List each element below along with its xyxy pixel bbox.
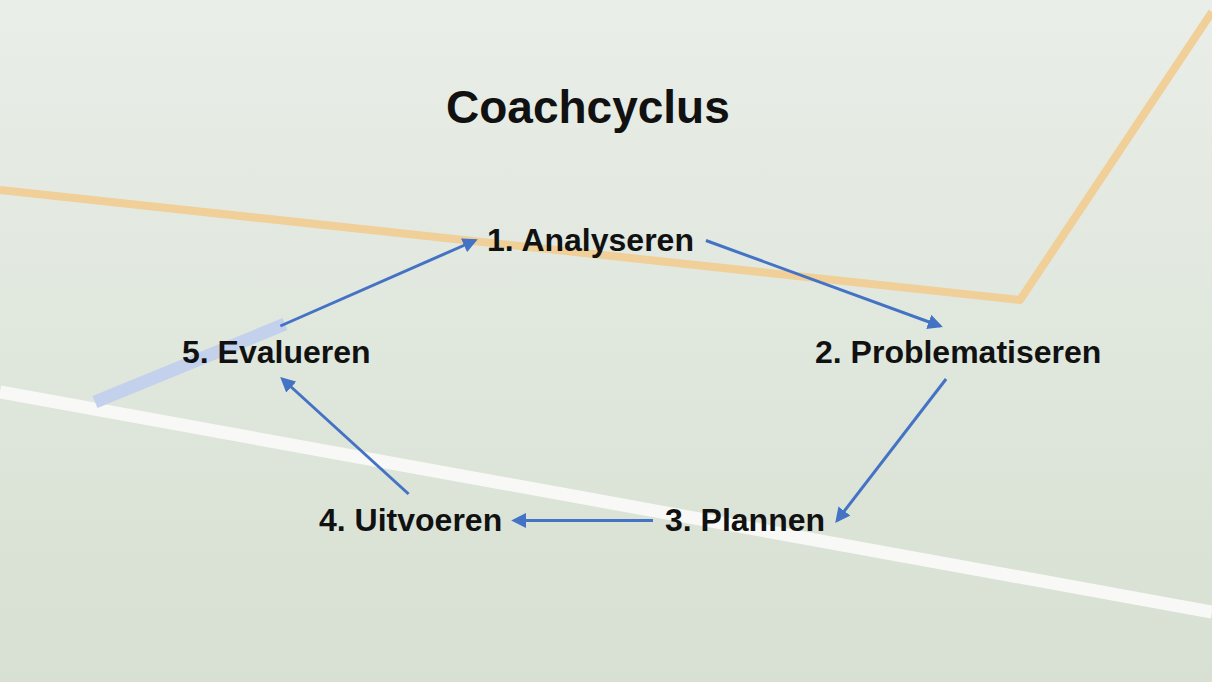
- step-label: 3. Plannen: [665, 502, 825, 539]
- cycle-step: 4. Uitvoeren: [311, 498, 510, 543]
- cycle-arrow: [706, 241, 940, 327]
- cycle-arrow: [837, 379, 946, 521]
- cycle-arrow: [282, 379, 408, 494]
- field-line-orange: [0, 12, 1212, 300]
- cycle-step: 1. Analyseren: [479, 218, 702, 263]
- diagram-title: Coachcyclus: [446, 80, 730, 134]
- cycle-arrow: [514, 519, 653, 522]
- step-label: 1. Analyseren: [487, 222, 694, 259]
- field-line-white: [0, 392, 1212, 612]
- cycle-arrow: [280, 241, 475, 327]
- cycle-step: 2. Problematiseren: [807, 330, 1109, 375]
- step-label: 5. Evalueren: [182, 334, 371, 371]
- cycle-step: 5. Evalueren: [174, 330, 379, 375]
- cycle-step: 3. Plannen: [657, 498, 833, 543]
- step-label: 4. Uitvoeren: [319, 502, 502, 539]
- step-label: 2. Problematiseren: [815, 334, 1101, 371]
